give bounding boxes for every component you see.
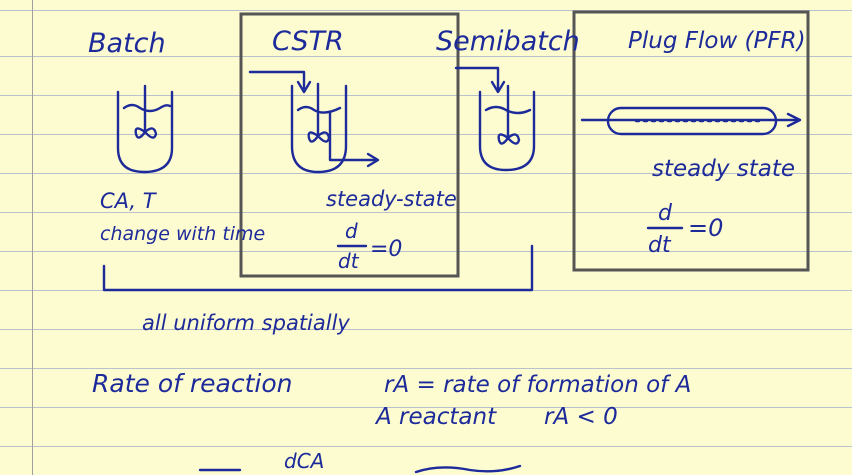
- rate-definition: rA = rate of formation of A: [384, 372, 691, 398]
- batch-note-line2: change with time: [100, 223, 265, 245]
- cstr-eq-denominator: dt: [338, 249, 360, 273]
- semibatch-vessel-sketch: [454, 66, 536, 172]
- pfr-eq-rhs: =0: [688, 214, 723, 242]
- uniform-note: all uniform spatially: [142, 311, 350, 335]
- bottom-scribble: [414, 464, 522, 474]
- rate-heading: Rate of reaction: [92, 369, 292, 398]
- semibatch-label: Semibatch: [436, 26, 580, 57]
- pfr-label: Plug Flow (PFR): [628, 28, 806, 54]
- margin-line: [32, 0, 33, 475]
- batch-note-line1: CA, T: [100, 189, 158, 213]
- bottom-dca: dCA: [284, 449, 324, 473]
- batch-label: Batch: [88, 28, 166, 59]
- rate-inequality: rA < 0: [544, 404, 618, 430]
- pfr-steady-state-label: steady state: [652, 156, 795, 182]
- cstr-steady-state-label: steady-state: [326, 187, 457, 211]
- cstr-eq-rhs: =0: [370, 237, 402, 262]
- cstr-eq-numerator: d: [345, 219, 358, 243]
- pfr-eq-denominator: dt: [648, 233, 672, 258]
- pfr-box: [572, 10, 810, 272]
- reactant-label: A reactant: [374, 404, 497, 430]
- pfr-eq-numerator: d: [658, 201, 673, 226]
- pfr-tube-sketch: [580, 106, 802, 136]
- uniform-bracket: [102, 244, 534, 292]
- batch-vessel-sketch: [116, 84, 174, 174]
- cstr-vessel-sketch: [248, 70, 380, 174]
- cstr-box: [239, 12, 460, 278]
- cstr-label: CSTR: [272, 26, 344, 57]
